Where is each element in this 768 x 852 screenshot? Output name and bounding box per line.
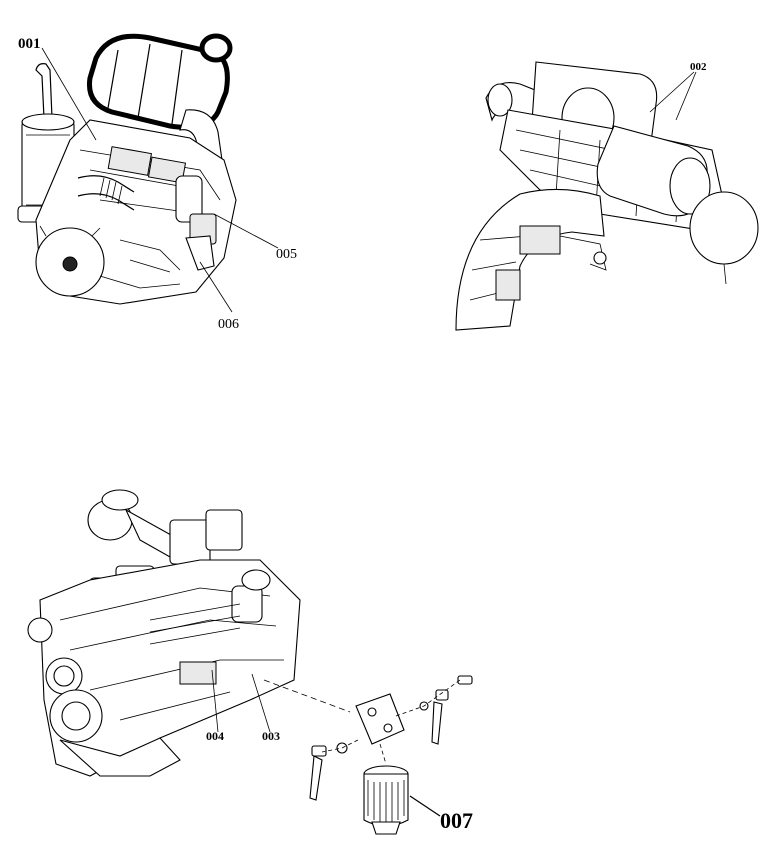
leader-002-a	[649, 71, 695, 113]
engine-view-top-left	[17, 33, 279, 313]
leader-003	[251, 673, 271, 733]
leader-005	[213, 213, 279, 249]
leader-002-b	[675, 71, 697, 121]
leader-001	[41, 47, 97, 141]
air-cleaner-assembly	[86, 33, 233, 130]
engine-block-1	[35, 119, 237, 305]
engine-view-top-right	[455, 61, 759, 331]
leader-007	[409, 795, 441, 817]
label-004: 004	[206, 729, 224, 743]
engine-view-bottom	[27, 489, 351, 777]
label-001: 001	[18, 36, 41, 52]
fuel-filter-exploded-view	[309, 675, 473, 835]
leader-006	[199, 261, 233, 313]
label-007: 007	[440, 808, 473, 833]
label-005: 005	[276, 247, 297, 262]
leader-004	[211, 669, 219, 733]
label-006: 006	[218, 317, 239, 332]
label-003: 003	[262, 729, 280, 743]
label-002: 002	[690, 61, 707, 73]
